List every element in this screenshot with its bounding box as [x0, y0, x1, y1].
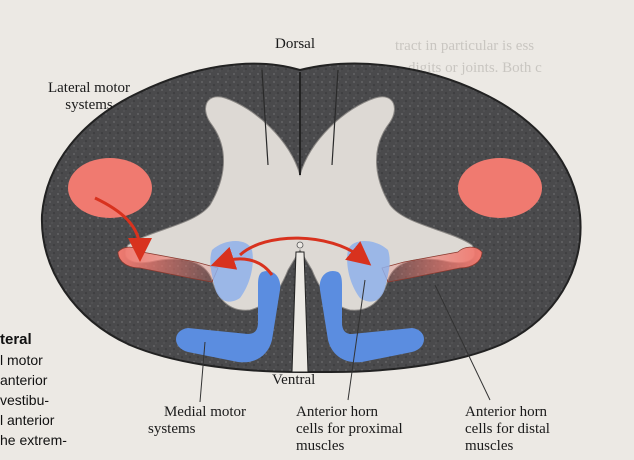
anterior-horn-proximal-label: Anterior horn cells for proximal muscles: [296, 404, 403, 454]
septum-line: [261, 69, 269, 166]
sidebar-line: vestibu-: [0, 392, 50, 408]
medial-motor-tract-right: [319, 270, 424, 363]
lateral-motor-tract-left: [68, 158, 152, 218]
septum-line: [331, 69, 339, 166]
medial-motor-systems-label: Medial motor systems: [148, 404, 247, 437]
sidebar-line: l motor: [0, 352, 43, 368]
ventral-label: Ventral: [272, 372, 316, 388]
background-page-text: digits or joints. Both c: [408, 60, 542, 76]
medial-motor-tract-left: [176, 270, 281, 363]
central-canal: [296, 241, 304, 249]
anterior-horn-distal-label: Anterior horn cells for distal muscles: [465, 404, 550, 454]
leader-line-proximal: [347, 279, 366, 401]
medial-arrow-over: [238, 236, 372, 266]
sidebar-line: anterior: [0, 372, 48, 388]
ventral-median-fissure: [291, 251, 309, 373]
sidebar-heading: teral: [0, 331, 32, 348]
sidebar-line: he extrem-: [0, 432, 67, 448]
sidebar-text: teral l motor anterior vestibu- l anteri…: [0, 330, 90, 450]
lateral-arrow: [94, 196, 152, 262]
lateral-motor-tract-right: [458, 158, 542, 218]
leader-line-distal: [434, 284, 491, 401]
dorsal-label: Dorsal: [275, 36, 315, 52]
leader-line-medial: [199, 341, 206, 403]
background-page-text: tract in particular is ess: [395, 38, 535, 54]
sidebar-line: l anterior: [0, 412, 55, 428]
medial-arrow-left: [210, 246, 274, 276]
lateral-motor-systems-label: Lateral motor systems: [47, 80, 131, 113]
